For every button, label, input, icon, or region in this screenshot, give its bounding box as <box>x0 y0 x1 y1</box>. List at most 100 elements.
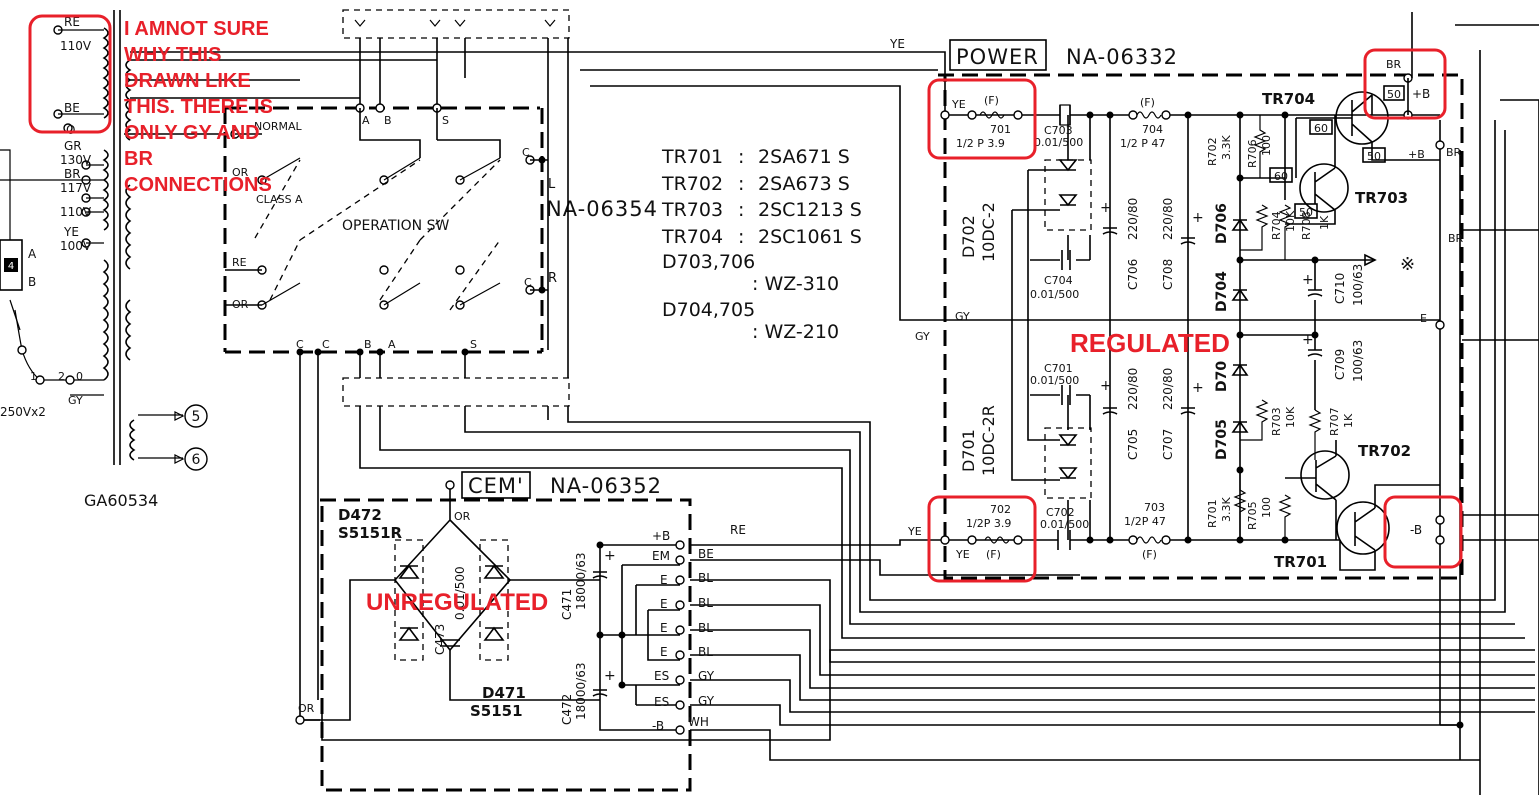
label-d702: D702 <box>959 215 978 258</box>
part-d703-706-type: : WZ-310 <box>752 273 839 295</box>
sw-c-right-top: C <box>522 146 530 159</box>
sec-0: 0 <box>76 370 83 383</box>
tap-110v: 110V <box>60 39 92 53</box>
res-r701-value: 3.3K <box>1220 497 1233 522</box>
part-sep-2: : <box>738 173 744 195</box>
cem-term-e-2: E <box>660 597 668 611</box>
cap-c708: C708 <box>1161 259 1175 290</box>
label-d701-type: 10DC-2R <box>979 405 998 476</box>
fuse702-rating: 1/2P 3.9 <box>966 517 1011 530</box>
cap-c704: C704 <box>1044 274 1073 287</box>
wire-color-bl-3: BL <box>698 621 713 635</box>
cap-c471-value: 18000/63 <box>574 553 588 611</box>
note-line-5: ONLY GY AND <box>124 122 260 144</box>
cap-c706: C706 <box>1126 259 1140 290</box>
sw-normal: NORMAL <box>254 120 303 133</box>
cem-term-es-1: ES <box>654 669 669 683</box>
wire-color-bl-2: BL <box>698 596 713 610</box>
res-r703: R703 <box>1270 407 1283 436</box>
note-line-7: CONNECTIONS <box>124 174 272 196</box>
part-tr704: TR704 <box>661 226 723 248</box>
cap-c705: C705 <box>1126 429 1140 460</box>
sw-or-2: OR <box>232 298 249 311</box>
label-d704: D704 <box>1214 271 1230 312</box>
sw-a-bottom: A <box>388 338 396 351</box>
res-r704: R704 <box>1270 211 1283 240</box>
tag-tr704-60: 60 <box>1314 122 1328 135</box>
cap-c707: C707 <box>1161 429 1175 460</box>
res-r705: R705 <box>1246 501 1259 530</box>
sw-re: RE <box>232 256 247 269</box>
note-line-3: DRAWN LIKE <box>124 70 251 92</box>
sw-c-right-bottom: C <box>524 276 532 289</box>
sec-2: 2 <box>58 370 65 383</box>
operation-switch-label: OPERATION SW <box>342 218 449 234</box>
res-r705-value: 100 <box>1260 497 1273 518</box>
cap-c472: C472 <box>560 694 574 725</box>
cem-board-title: CEM' <box>468 474 524 498</box>
fuse701-number: 701 <box>990 123 1011 136</box>
res-r708: R708 <box>1300 211 1313 240</box>
part-d703-706: D703,706 <box>662 251 755 273</box>
wire-color-bl-1: BL <box>698 571 713 585</box>
plus-c705: + <box>1100 378 1112 394</box>
note-line-1: I AMNOT SURE <box>124 18 269 40</box>
sw-c-1: C <box>296 338 304 351</box>
tag-br-50: 50 <box>1387 88 1401 101</box>
plus-c709: + <box>1302 332 1314 348</box>
res-r707: R707 <box>1328 407 1341 436</box>
cem-term-em: EM <box>652 549 670 563</box>
output-6: 6 <box>192 452 201 468</box>
cap-c472-value: 18000/63 <box>574 663 588 721</box>
power-board: POWER NA-06332 <box>889 37 1464 580</box>
tap-ye: YE <box>63 225 79 239</box>
sec-gy: GY <box>68 394 83 407</box>
note-regulated: REGULATED <box>1070 328 1230 358</box>
sec-a: A <box>28 247 37 261</box>
switch-board-number: NA-06354 <box>546 197 658 221</box>
cem-or-top: OR <box>454 510 471 523</box>
cem-term-e-3: E <box>660 621 668 635</box>
cap-c709-value: 100/63 <box>1351 340 1365 382</box>
tap-o: O <box>66 123 75 137</box>
wire-ye-in: YE <box>951 98 966 111</box>
cap-c473-value: 0.01/500 <box>453 566 467 620</box>
cem-term-e-4: E <box>660 645 668 659</box>
fuse702-number: 702 <box>990 503 1011 516</box>
part-tr702: TR702 <box>661 173 723 195</box>
label-tr702: TR702 <box>1358 442 1411 460</box>
output-5: 5 <box>192 409 201 425</box>
tag-tr703-50: 50 <box>1299 206 1313 219</box>
fuse703-f: (F) <box>1142 548 1157 561</box>
wire-br-right: BR <box>1446 146 1462 159</box>
sw-class-a: CLASS A <box>256 193 303 206</box>
cap-c709: C709 <box>1333 349 1347 380</box>
res-r702: R702 <box>1206 137 1219 166</box>
fuse704-f: (F) <box>1140 96 1155 109</box>
cap-c702: C702 <box>1046 506 1075 519</box>
tap-gr: GR <box>64 139 82 153</box>
wire-gy-out: GY <box>915 330 930 343</box>
note-line-6: BR <box>124 148 153 170</box>
tap-br: BR <box>64 167 81 181</box>
fuse701-rating: 1/2 P 3.9 <box>956 137 1005 150</box>
tag-tr703-60: 60 <box>1274 170 1288 183</box>
transformer: 4 5 6 RE 110V BE O GR 130V BR 117V 110V … <box>0 10 208 510</box>
cap-c707-value: 220/80 <box>1161 368 1175 410</box>
sw-b-bottom: B <box>364 338 372 351</box>
wire-e: E <box>1420 312 1427 325</box>
res-r708-value: 1K <box>1318 215 1331 230</box>
sw-s-bottom: S <box>470 338 477 351</box>
tap-be: BE <box>64 101 80 115</box>
sw-or: OR <box>232 166 249 179</box>
plus-c707: + <box>1192 380 1204 396</box>
plus-c708: + <box>1192 210 1204 226</box>
term-plus-b: +B <box>1412 87 1430 101</box>
cap-c701: C701 <box>1044 362 1073 375</box>
part-tr703: TR703 <box>661 199 723 221</box>
label-tr701: TR701 <box>1274 553 1327 571</box>
sw-s-top: S <box>442 114 449 127</box>
fuse702-f: (F) <box>986 548 1001 561</box>
part-tr701: TR701 <box>661 146 723 168</box>
